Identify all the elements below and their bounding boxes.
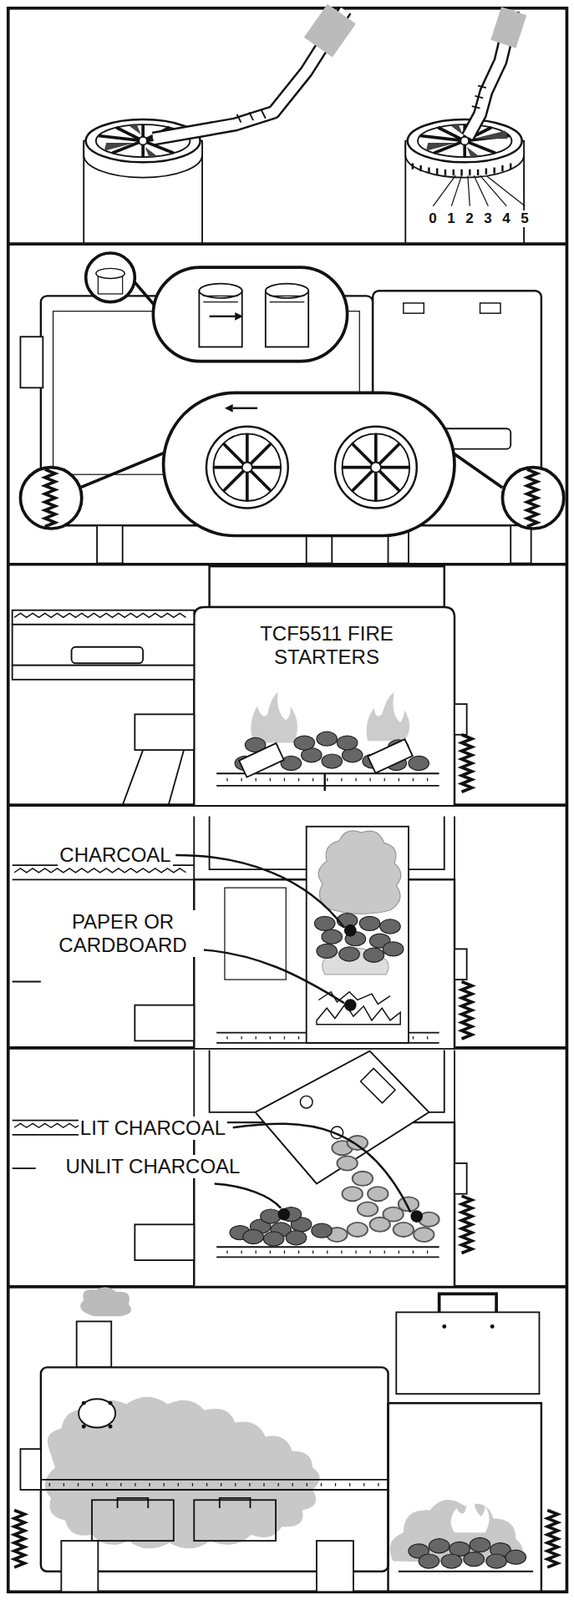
product-label: TCF5511 FIRE STARTERS bbox=[212, 622, 442, 669]
part-label: UNLIT CHARCOAL bbox=[64, 1155, 243, 1179]
scale-number: 2 bbox=[463, 210, 475, 228]
part-label: CHARCOAL bbox=[57, 843, 173, 868]
scale-number: 1 bbox=[445, 210, 457, 228]
scale-number: 4 bbox=[500, 210, 512, 228]
scale-number: 3 bbox=[482, 210, 493, 228]
scale-number: 0 bbox=[426, 210, 438, 228]
scale-number: 5 bbox=[518, 210, 530, 228]
part-label: PAPER OR CARDBOARD bbox=[41, 910, 204, 957]
part-label: LIT CHARCOAL bbox=[78, 1117, 228, 1141]
